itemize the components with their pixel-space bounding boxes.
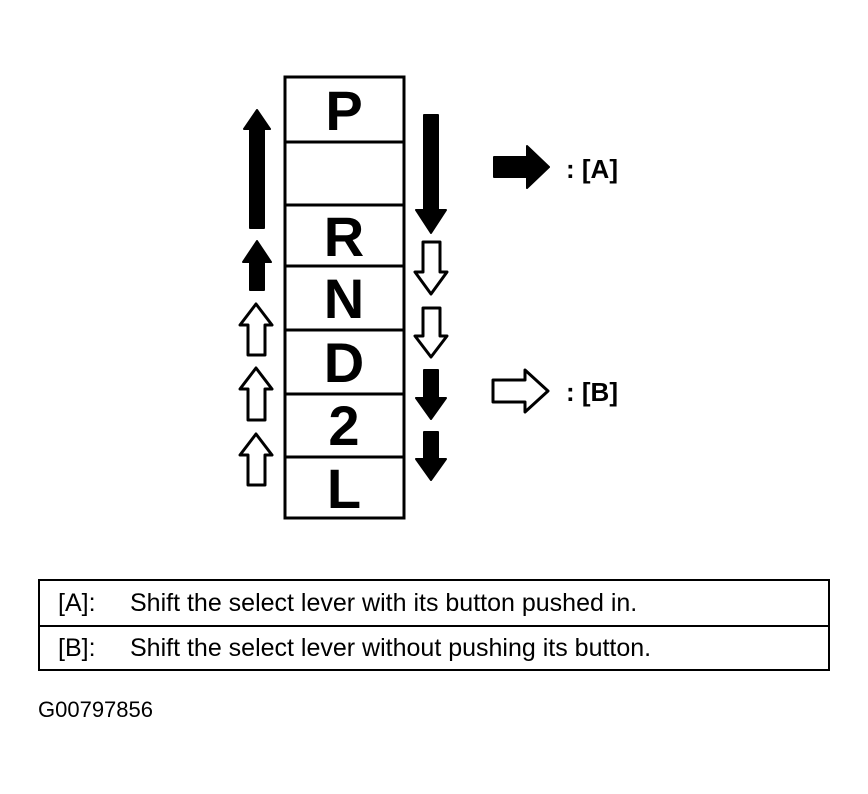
note-key: [B]: <box>58 633 96 662</box>
note-text: Shift the select lever with its button p… <box>130 588 638 617</box>
solid-down-arrow-short <box>415 431 447 481</box>
gate-position-2: 2 <box>328 394 359 457</box>
gate-position-l: L <box>327 457 361 520</box>
hollow-down-arrow <box>413 240 449 296</box>
gate-position-n: N <box>324 267 364 330</box>
legend-label-a: : [A] <box>566 154 618 184</box>
shift-gate <box>283 75 406 520</box>
figure-id: G00797856 <box>38 697 153 722</box>
gate-position-d: D <box>324 331 364 394</box>
hollow-up-arrow <box>238 366 274 422</box>
shift-diagram: P R N D 2 L : [A] : [B] <box>238 75 618 520</box>
legend-label-b: : [B] <box>566 377 618 407</box>
note-text: Shift the select lever without pushing i… <box>130 633 652 662</box>
solid-up-arrow-long <box>243 109 271 229</box>
gate-dividers <box>285 140 404 459</box>
solid-down-arrow-long <box>415 114 447 234</box>
hollow-up-arrow <box>238 302 274 357</box>
hollow-up-arrow <box>238 432 274 487</box>
solid-down-arrow-short <box>415 369 447 420</box>
legend-hollow-arrow-icon <box>491 368 550 414</box>
solid-up-arrow-short <box>242 240 272 291</box>
hollow-down-arrow <box>413 306 449 359</box>
note-row-b: [B]: Shift the select lever without push… <box>40 625 828 669</box>
note-row-a: [A]: Shift the select lever with its but… <box>40 581 828 625</box>
note-key: [A]: <box>58 588 96 617</box>
legend-solid-arrow-icon <box>493 145 550 189</box>
legend-notes-table: [A]: Shift the select lever with its but… <box>38 579 830 671</box>
gate-position-r: R <box>324 205 364 268</box>
gate-position-p: P <box>325 79 362 142</box>
